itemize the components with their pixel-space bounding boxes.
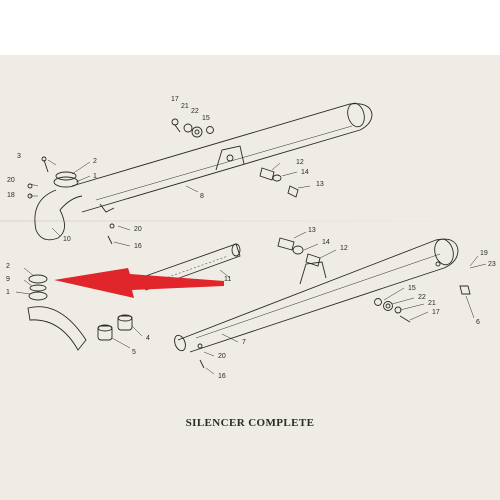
leader-lines bbox=[15, 159, 487, 375]
label-21-lower: 21 bbox=[428, 300, 436, 307]
label-23: 23 bbox=[488, 261, 496, 268]
label-6: 6 bbox=[476, 319, 480, 326]
label-9: 9 bbox=[6, 276, 10, 283]
label-4: 4 bbox=[146, 335, 150, 342]
label-18: 18 bbox=[7, 192, 15, 199]
label-13-lower: 13 bbox=[308, 227, 316, 234]
label-19: 19 bbox=[480, 250, 488, 257]
label-22-lower: 22 bbox=[418, 294, 426, 301]
label-17-lower: 17 bbox=[432, 309, 440, 316]
label-11: 11 bbox=[224, 276, 231, 283]
label-13-upper: 13 bbox=[316, 181, 324, 188]
label-15-lower: 15 bbox=[408, 285, 416, 292]
label-22-upper: 22 bbox=[191, 108, 199, 115]
label-7: 7 bbox=[242, 339, 246, 346]
label-14-lower: 14 bbox=[322, 239, 330, 246]
upper-fasteners bbox=[171, 118, 299, 198]
lower-silencer bbox=[174, 238, 459, 353]
label-12-upper: 12 bbox=[296, 159, 304, 166]
label-2-upper: 2 bbox=[93, 158, 97, 165]
label-14-upper: 14 bbox=[301, 169, 309, 176]
label-10: 10 bbox=[63, 236, 71, 243]
label-1-upper: 1 bbox=[93, 173, 97, 180]
upper-silencer bbox=[71, 102, 373, 213]
nut-parts bbox=[97, 314, 133, 341]
label-20-lower: 20 bbox=[218, 353, 226, 360]
label-8: 8 bbox=[200, 193, 204, 200]
diagram-caption: SILENCER COMPLETE bbox=[185, 417, 315, 429]
label-17-upper: 17 bbox=[171, 96, 179, 103]
paper-crease bbox=[0, 220, 500, 222]
label-3: 3 bbox=[17, 153, 21, 160]
part-number-labels: 17 21 22 15 3 2 1 20 18 10 8 12 14 13 20… bbox=[6, 96, 496, 380]
label-16-middle: 16 bbox=[134, 243, 142, 250]
lower-fasteners bbox=[277, 237, 471, 323]
label-21-upper: 21 bbox=[181, 103, 189, 110]
label-20-middle: 20 bbox=[134, 226, 142, 233]
label-5: 5 bbox=[132, 349, 136, 356]
label-12-lower: 12 bbox=[340, 245, 348, 252]
lower-header-pipe bbox=[27, 274, 87, 351]
label-15-upper: 15 bbox=[202, 115, 210, 122]
label-1-lower: 1 bbox=[6, 289, 10, 296]
label-16-lower: 16 bbox=[218, 373, 226, 380]
label-2-lower: 2 bbox=[6, 263, 10, 270]
upper-header-pipe bbox=[34, 171, 83, 241]
red-pointer-arrow bbox=[54, 268, 224, 298]
label-20-upper: 20 bbox=[7, 177, 15, 184]
small-bolts bbox=[27, 156, 205, 369]
